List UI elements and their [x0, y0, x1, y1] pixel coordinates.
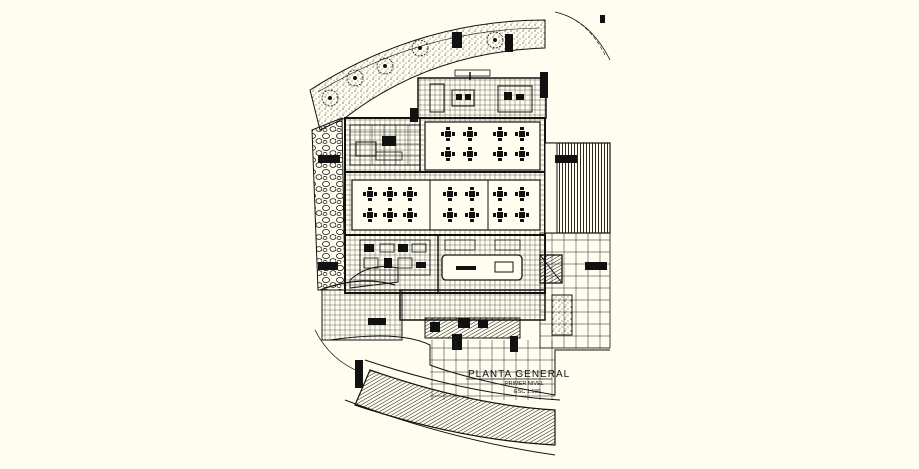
drawing-title: PLANTA GENERAL [468, 369, 570, 380]
service-block [410, 69, 548, 122]
patio [321, 232, 611, 400]
drawing-scale: ESC 1:100 [514, 389, 541, 395]
main-floor [344, 117, 546, 294]
drawing-subtitle: PRIMER NIVEL [505, 381, 544, 387]
curved-ramp [314, 329, 561, 456]
wood-deck [544, 142, 611, 234]
garden-band [309, 11, 611, 131]
title-block: PLANTA GENERAL PRIMER NIVEL ESC 1:100 [466, 369, 570, 395]
